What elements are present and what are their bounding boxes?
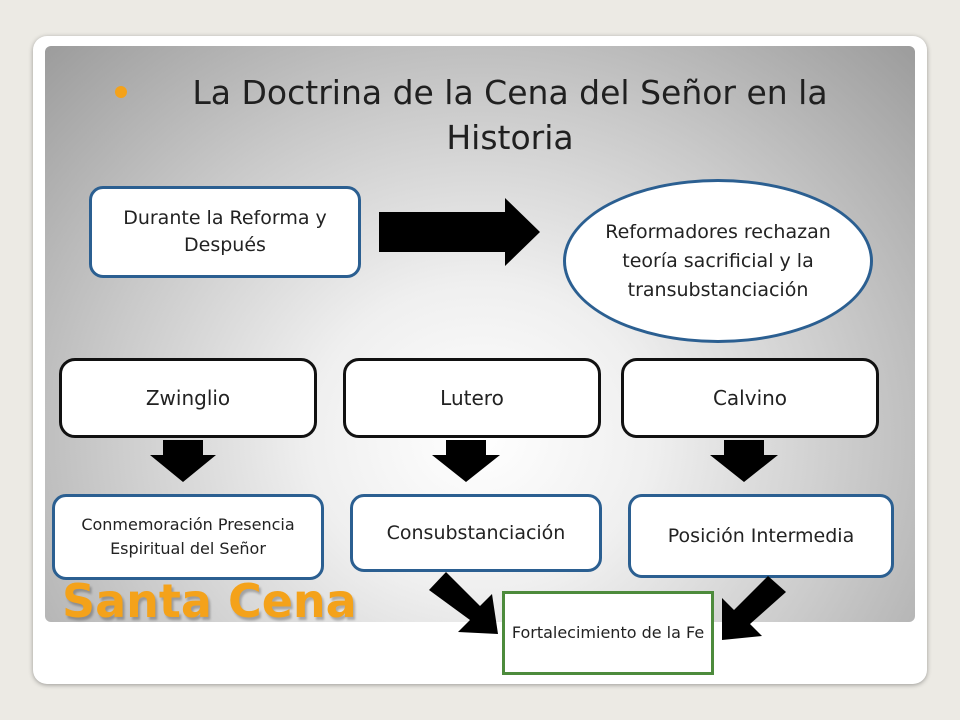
title-row: La Doctrina de la Cena del Señor en la H… xyxy=(95,70,895,160)
slide-title: La Doctrina de la Cena del Señor en la H… xyxy=(192,73,828,157)
reformer-box-lutero: Lutero xyxy=(343,358,601,438)
reformer-name: Zwinglio xyxy=(145,385,231,410)
reformers-reject-label: Reformadores rechazan teoría sacrificial… xyxy=(605,220,831,301)
position-box-calvino: Posición Intermedia xyxy=(628,494,894,578)
position-label: Consubstanciación xyxy=(386,521,566,544)
position-box-zwinglio: Conmemoración Presencia Espiritual del S… xyxy=(52,494,324,580)
reformer-box-zwinglio: Zwinglio xyxy=(59,358,317,438)
reform-period-box: Durante la Reforma y Después xyxy=(89,186,361,278)
reformers-reject-ellipse: Reformadores rechazan teoría sacrificial… xyxy=(563,179,873,343)
reform-period-label: Durante la Reforma y Después xyxy=(123,207,327,256)
position-label: Conmemoración Presencia Espiritual del S… xyxy=(81,515,310,558)
bullet-icon xyxy=(115,86,127,98)
position-box-lutero: Consubstanciación xyxy=(350,494,602,572)
reformer-name: Calvino xyxy=(712,385,788,410)
reformer-box-calvino: Calvino xyxy=(621,358,879,438)
reformer-name: Lutero xyxy=(440,385,504,410)
santa-cena-watermark: Santa Cena xyxy=(62,574,357,628)
result-label: Fortalecimiento de la Fe xyxy=(511,623,705,642)
position-label: Posición Intermedia xyxy=(667,524,855,547)
result-box: Fortalecimiento de la Fe xyxy=(502,591,714,675)
